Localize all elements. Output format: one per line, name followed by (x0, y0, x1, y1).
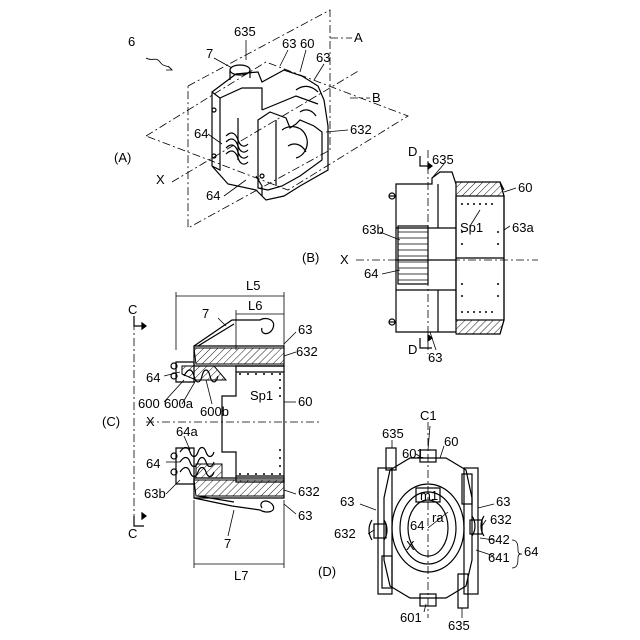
reference-label: 64 (146, 370, 160, 385)
reference-label: Sp1 (460, 220, 483, 235)
panel-a: 7 635 63 60 63 A B 64 632 64 X (A) (114, 10, 408, 228)
reference-label: 63 (298, 322, 312, 337)
panel-c: L5 L6 7 63 632 C 64 600 600a 600b Sp1 60… (102, 278, 320, 583)
reference-label: 63b (362, 222, 384, 237)
reference-label: C (128, 526, 137, 541)
connector-body-a (212, 65, 328, 200)
reference-label: 7 (206, 46, 213, 61)
reference-label: 60 (300, 36, 314, 51)
reference-label: 63 (298, 508, 312, 523)
reference-label: X (156, 172, 165, 187)
reference-label: 601 (400, 610, 422, 625)
reference-label: 60 (444, 434, 458, 449)
reference-label: 7 (224, 536, 231, 551)
panel-b: D 635 60 Sp1 63b 63a X 64 D 63 (B) (302, 144, 538, 365)
reference-label: 60 (298, 394, 312, 409)
reference-label: 64 (524, 544, 538, 559)
panel-d: C1 635 601 60 m1 63 63 632 64 ra 632 X 6… (318, 408, 538, 633)
reference-label: X (340, 252, 349, 267)
reference-label: Sp1 (250, 388, 273, 403)
reference-label: 63a (512, 220, 534, 235)
arm-63-right (464, 468, 478, 594)
reference-label: 63 (428, 350, 442, 365)
housing-60-c (222, 366, 284, 482)
reference-label: 7 (202, 306, 209, 321)
reference-label: 60 (518, 180, 532, 195)
reference-label: L7 (234, 568, 248, 583)
reference-label: 63 (316, 50, 330, 65)
reference-label: D (408, 342, 417, 357)
panel-c-tag: (C) (102, 414, 120, 429)
reference-label: B (372, 90, 381, 105)
reference-label: 64 (146, 456, 160, 471)
reference-label: 635 (432, 152, 454, 167)
reference-label: X (406, 538, 415, 553)
reference-label: 63 (340, 494, 354, 509)
reference-label: 632 (334, 526, 356, 541)
reference-label: m1 (420, 488, 438, 503)
reference-label: 635 (448, 618, 470, 633)
reference-label: 64 (206, 188, 220, 203)
reference-label: 64 (364, 266, 378, 281)
reference-label: 600b (200, 404, 229, 419)
reference-label: X (146, 414, 155, 429)
reference-label: D (408, 144, 417, 159)
reference-label: 64a (176, 424, 198, 439)
arm-63-left (378, 468, 392, 594)
reference-label: C (128, 302, 137, 317)
panel-d-tag: (D) (318, 564, 336, 579)
reference-label: 63 (282, 36, 296, 51)
reference-label: 635 (382, 426, 404, 441)
reference-label: 63b (144, 486, 166, 501)
reference-label: 63 (496, 494, 510, 509)
reference-label: 601 (402, 446, 424, 461)
reference-label: 632 (350, 122, 372, 137)
reference-label: L6 (248, 298, 262, 313)
reference-label: 600a (164, 396, 194, 411)
reference-label: 632 (298, 484, 320, 499)
panel-a-tag: (A) (114, 150, 131, 165)
reference-label: A (354, 30, 363, 45)
housing-60-b (456, 182, 504, 196)
main-ref-label: 6 (128, 34, 135, 49)
main-ref-squiggle (146, 58, 172, 70)
reference-label: ra (432, 510, 444, 525)
reference-label: 641 (488, 550, 510, 565)
reference-label: C1 (420, 408, 437, 423)
reference-label: 64 (410, 518, 424, 533)
panel-b-tag: (B) (302, 250, 319, 265)
reference-label: 632 (296, 344, 318, 359)
reference-label: 64 (194, 126, 208, 141)
reference-label: 632 (490, 512, 512, 527)
reference-label: 635 (234, 24, 256, 39)
reference-label: 600 (138, 396, 160, 411)
reference-label: 642 (488, 532, 510, 547)
housing-63-b (396, 172, 456, 332)
reference-label: L5 (246, 278, 260, 293)
